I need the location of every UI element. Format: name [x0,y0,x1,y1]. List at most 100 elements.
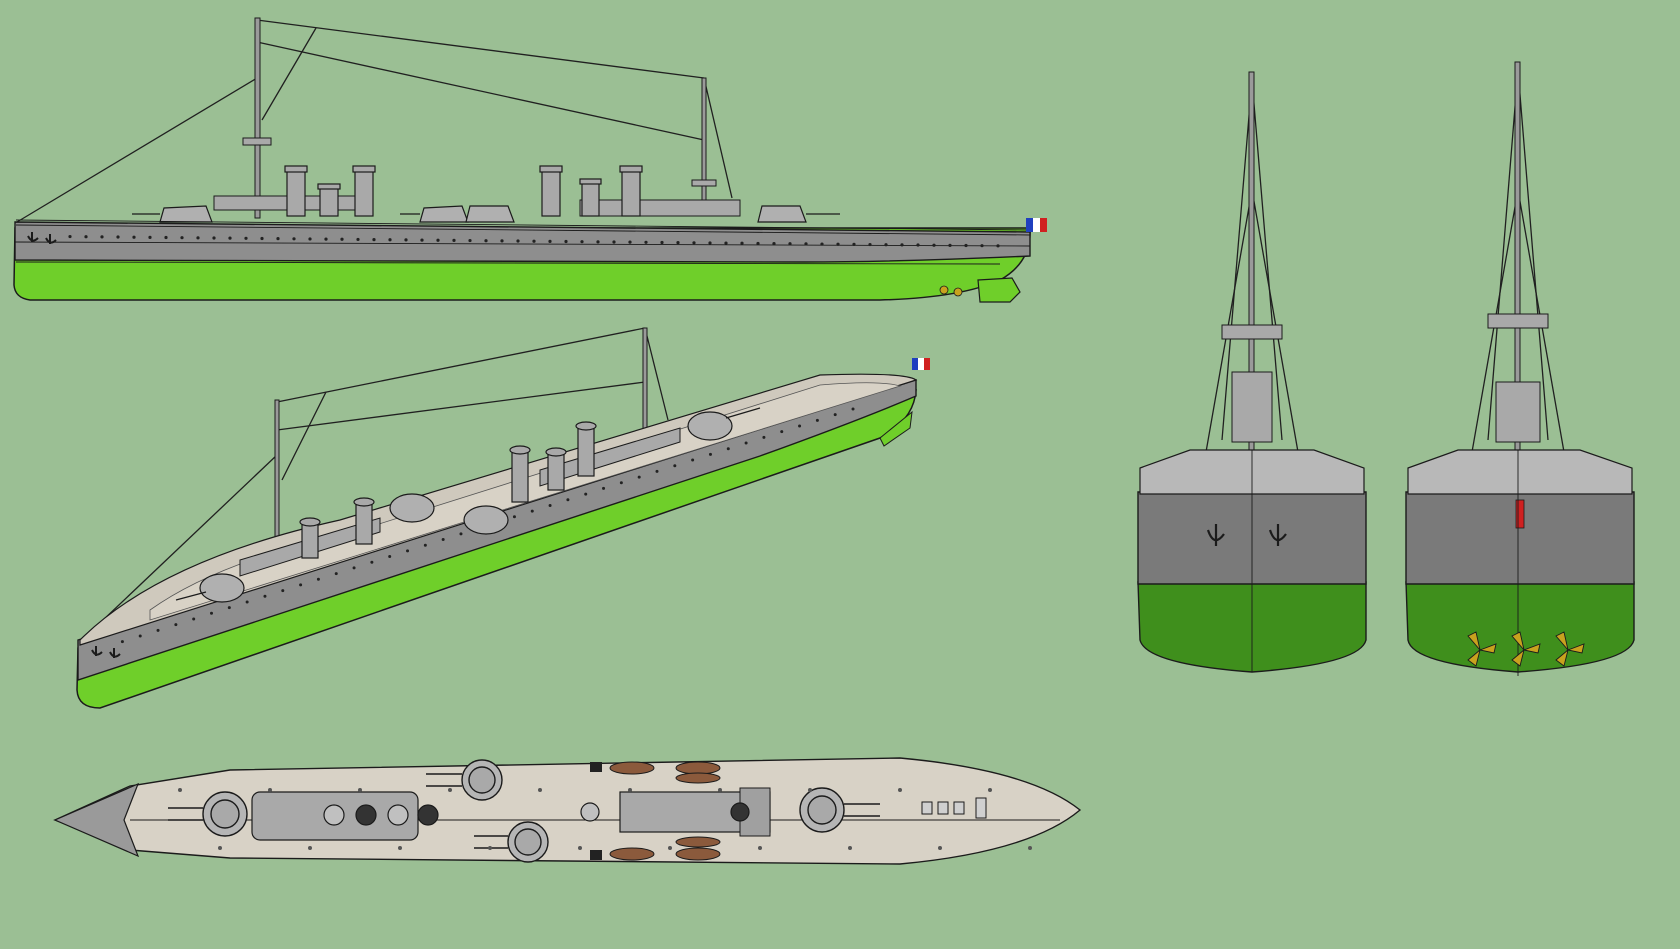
porthole [548,239,552,243]
porthole [420,238,424,242]
side-fore-mast [254,17,261,219]
porthole [596,240,600,244]
porthole [340,237,344,241]
stern-deck-house [1407,449,1633,495]
porthole [852,242,856,246]
porthole [388,555,392,559]
bow-mast-top [1221,324,1283,340]
porthole [692,241,696,245]
top-turrets [168,759,880,863]
stern-bridge [1495,381,1541,443]
stern-flagpole-badge [1515,499,1525,529]
porthole [268,788,272,792]
porthole [292,237,296,241]
porthole [218,846,222,850]
side-portholes [68,234,1000,248]
porthole [916,243,920,247]
side-main-top [691,179,717,187]
porthole [788,242,792,246]
porthole [228,236,232,240]
porthole [512,515,516,519]
porthole [740,241,744,245]
side-rudder [977,277,1021,303]
porthole [281,589,285,593]
porthole [260,236,264,241]
porthole [459,532,463,536]
porthole [758,846,762,850]
porthole [308,846,312,850]
side-french-flag-icon [1026,218,1047,232]
porthole [756,241,760,246]
porthole [708,452,712,456]
porthole [718,788,722,792]
porthole [744,441,748,445]
porthole [276,237,280,241]
bow-anchor-icons [1206,524,1287,546]
side-aft-superstructure [579,199,741,217]
porthole [84,235,88,239]
porthole [815,418,819,422]
porthole [116,235,120,239]
porthole [964,243,968,248]
porthole [655,469,659,473]
side-rigging [16,19,733,223]
porthole [602,486,606,490]
porthole [538,788,542,792]
porthole [210,611,213,615]
stern-view [1405,61,1635,676]
porthole [578,846,582,850]
porthole [619,481,623,485]
perspective-french-flag-icon [912,358,930,370]
perspective-view [76,327,930,709]
side-profile-view [13,17,1047,303]
porthole [673,464,677,468]
porthole [530,509,534,513]
porthole [708,241,712,245]
porthole [833,413,837,417]
porthole [120,640,124,644]
porthole [948,243,952,247]
porthole [196,236,200,240]
porthole [398,846,402,850]
perspective-anchor-icons [91,646,121,658]
porthole [174,623,178,627]
porthole [762,435,766,439]
porthole [148,235,152,239]
top-boat-davit-right [590,850,602,860]
porthole [227,606,231,610]
perspective-portholes [120,407,855,644]
porthole [932,243,936,247]
porthole [988,788,992,792]
top-deck-fittings [178,788,1032,850]
porthole [441,538,445,542]
perspective-rudder [879,410,913,447]
bow-rigging [1205,79,1299,453]
top-funnels [323,802,750,826]
porthole [820,242,824,246]
porthole [68,234,72,239]
porthole [356,237,360,242]
top-bow-tip [53,782,140,858]
porthole [938,846,942,850]
bow-view [1137,71,1367,673]
top-boat-davit-left [590,762,602,772]
porthole [868,242,872,247]
porthole [676,241,680,245]
porthole [324,237,328,241]
porthole [726,447,730,451]
porthole [100,235,104,239]
porthole [212,236,216,240]
porthole [898,788,902,792]
porthole [836,242,840,246]
stern-propeller-icons [1467,631,1585,667]
porthole [612,240,616,244]
porthole [299,583,303,587]
porthole [404,238,408,242]
porthole [488,846,492,850]
porthole [358,788,362,792]
side-funnels [284,165,643,217]
porthole [628,788,632,792]
porthole [780,430,784,434]
porthole [848,846,852,850]
